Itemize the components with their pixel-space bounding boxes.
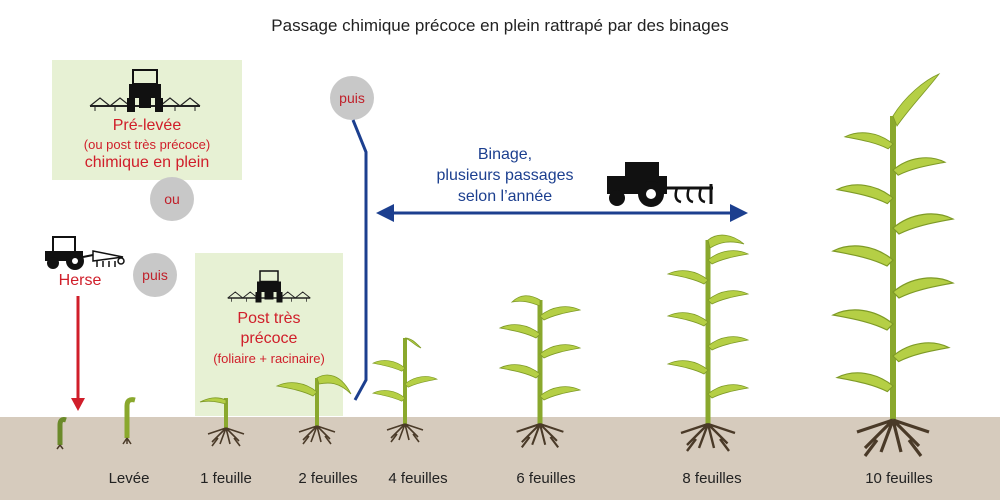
- plant-10-feuilles: [832, 73, 954, 458]
- stage-label-10-feuilles: 10 feuilles: [865, 470, 933, 487]
- prelevee-box: [52, 60, 242, 180]
- binage-line3: selon l’année: [457, 188, 553, 205]
- plant-8-feuilles: [667, 234, 749, 453]
- plant-levee: [122, 397, 136, 445]
- hoe-tractor-icon: [607, 162, 713, 207]
- herse-label: Herse: [58, 272, 102, 289]
- sprayer-tractor-icon: [227, 270, 311, 304]
- plant-4-feuilles: [372, 337, 438, 443]
- ou-circle: ou: [150, 177, 194, 221]
- post-precoce-title: Post très: [237, 310, 301, 327]
- binage-arrow: [376, 204, 748, 222]
- plant-6-feuilles: [499, 295, 581, 449]
- stage-label-4-feuilles: 4 feuilles: [388, 470, 448, 487]
- prelevee-subtitle: (ou post très précoce): [83, 137, 211, 152]
- puis-circle-2: puis: [330, 76, 374, 120]
- stage-label-6-feuilles: 6 feuilles: [516, 470, 576, 487]
- stage-label-levee: Levée: [108, 470, 150, 487]
- post-precoce-subtitle: (foliaire + racinaire): [213, 351, 325, 366]
- puis-circle-1: puis: [133, 253, 177, 297]
- plant-1-feuille: [199, 397, 245, 447]
- harrow-tractor-icon: [45, 236, 125, 270]
- soil-band: [0, 417, 1000, 500]
- stage-label-1-feuille: 1 feuille: [200, 470, 252, 487]
- prelevee-title: Pré-levée: [112, 117, 182, 134]
- diagram-title: Passage chimique précoce en plein rattra…: [271, 16, 729, 35]
- stage-label-8-feuilles: 8 feuilles: [682, 470, 742, 487]
- prelevee-line3: chimique en plein: [84, 154, 210, 171]
- binage-line2: plusieurs passages: [436, 167, 574, 184]
- plant-emerging-seedling: [56, 417, 67, 450]
- post-precoce-title2: précoce: [240, 330, 298, 347]
- binage-start-line: [351, 119, 368, 401]
- herse-arrow: [71, 296, 85, 411]
- sprayer-tractor-icon: [89, 69, 201, 113]
- binage-line1: Binage,: [477, 146, 533, 163]
- plant-2-feuilles: [276, 374, 352, 445]
- stage-label-2-feuilles: 2 feuilles: [298, 470, 358, 487]
